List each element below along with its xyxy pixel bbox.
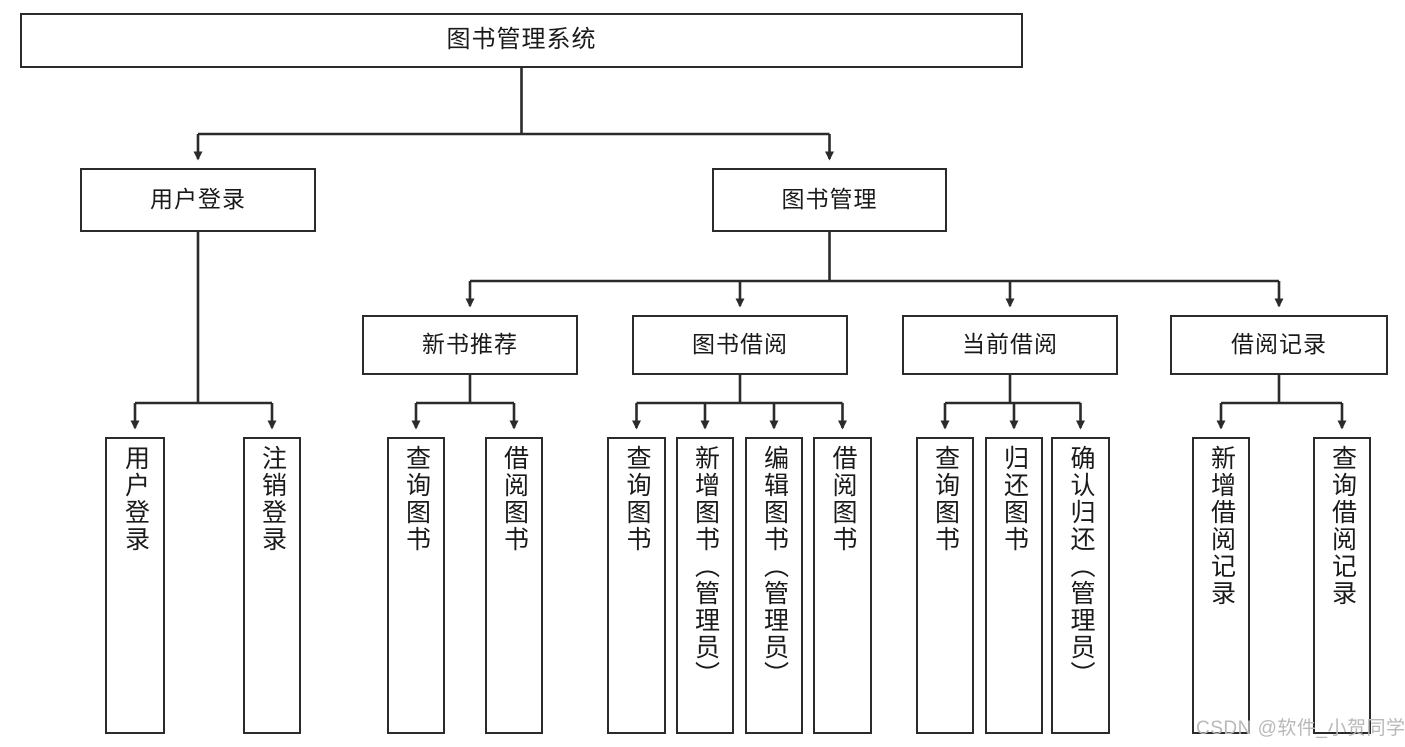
node-leaf-cu-return[interactable]: 归还图书	[985, 437, 1043, 734]
node-leaf-bo-query[interactable]: 查询图书	[607, 437, 666, 734]
node-root[interactable]: 图书管理系统	[20, 13, 1023, 68]
node-label: 用户登录	[150, 186, 246, 213]
node-label: 查询图书	[931, 445, 960, 553]
node-label: 借阅图书	[500, 445, 529, 553]
node-leaf-bo-edit[interactable]: 编辑图书（管理员）	[745, 437, 803, 734]
node-label: 新增借阅记录	[1207, 445, 1236, 607]
node-login[interactable]: 用户登录	[80, 168, 316, 232]
node-label: 编辑图书（管理员）	[760, 445, 789, 688]
node-current[interactable]: 当前借阅	[902, 315, 1118, 375]
node-leaf-bo-add[interactable]: 新增图书（管理员）	[676, 437, 734, 734]
node-leaf-cu-query[interactable]: 查询图书	[916, 437, 974, 734]
node-label: 图书管理	[781, 186, 878, 213]
node-leaf-nb-borrow[interactable]: 借阅图书	[485, 437, 543, 734]
node-label: 新书推荐	[422, 331, 518, 358]
node-leaf-nb-query[interactable]: 查询图书	[387, 437, 445, 734]
node-leaf-user-login[interactable]: 用户登录	[105, 437, 165, 734]
node-leaf-user-logout[interactable]: 注销登录	[243, 437, 301, 734]
node-leaf-bo-borrow[interactable]: 借阅图书	[813, 437, 872, 734]
node-label: 图书借阅	[692, 331, 788, 358]
node-newbook[interactable]: 新书推荐	[362, 315, 578, 375]
node-records[interactable]: 借阅记录	[1170, 315, 1388, 375]
node-label: 查询借阅记录	[1328, 445, 1357, 607]
node-label: 借阅记录	[1231, 331, 1327, 358]
node-leaf-cu-confirm[interactable]: 确认归还（管理员）	[1051, 437, 1110, 734]
node-label: 归还图书	[1000, 445, 1029, 553]
node-label: 查询图书	[623, 445, 651, 553]
node-label: 查询图书	[402, 445, 431, 553]
node-bookmgmt[interactable]: 图书管理	[712, 168, 947, 232]
node-label: 借阅图书	[829, 445, 857, 553]
node-leaf-re-add[interactable]: 新增借阅记录	[1192, 437, 1250, 734]
watermark: CSDN @软件_小贺同学	[1196, 718, 1405, 739]
node-label: 用户登录	[121, 445, 150, 553]
node-label: 注销登录	[258, 445, 287, 553]
node-label: 图书管理系统	[446, 26, 597, 54]
node-label: 确认归还（管理员）	[1067, 445, 1095, 688]
node-leaf-re-query[interactable]: 查询借阅记录	[1313, 437, 1371, 734]
node-label: 新增图书（管理员）	[691, 445, 720, 688]
node-label: 当前借阅	[962, 331, 1058, 358]
node-borrow[interactable]: 图书借阅	[632, 315, 848, 375]
